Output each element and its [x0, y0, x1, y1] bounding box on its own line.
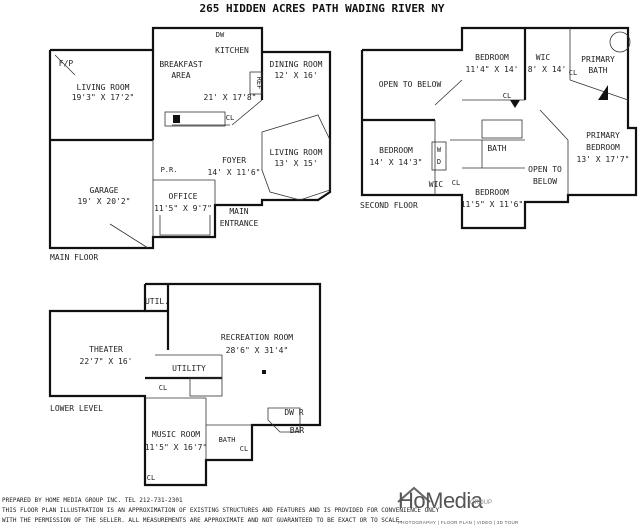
logo-name: HoMedia	[398, 488, 483, 513]
bedroom-3-dim: 11'5" X 11'6"	[461, 200, 524, 209]
bath-label: BATH	[219, 436, 236, 444]
primary-bedroom-label-1: PRIMARY	[586, 131, 620, 140]
breakfast-area-label-1: BREAKFAST	[159, 60, 203, 69]
dining-room-dim: 12' X 16'	[274, 71, 317, 80]
closet-label: CL	[569, 69, 577, 77]
lower-level-plan: UTIL. THEATER 22'7" X 16' RECREATION ROO…	[48, 282, 322, 487]
breakfast-area-label-2: AREA	[171, 71, 190, 80]
open-to-below-2b: BELOW	[533, 177, 557, 186]
garage-name: GARAGE	[90, 186, 119, 195]
fireplace-mark	[54, 54, 76, 76]
stairs	[189, 377, 223, 397]
utility-closet-label: UTIL.	[145, 297, 169, 306]
office-dim: 11'5" X 9'7"	[154, 204, 212, 213]
theater-name: THEATER	[89, 345, 123, 354]
garage-dim: 19' X 20'2"	[78, 197, 131, 206]
washer-label: W	[437, 146, 442, 154]
property-title: 265 HIDDEN ACRES PATH WADING RIVER NY	[199, 2, 444, 15]
bedroom-1-dim: 11'4" X 14'	[466, 65, 519, 74]
wic-1-dim: 8' X 14'	[528, 65, 567, 74]
living-room-1-name: LIVING ROOM	[77, 83, 130, 92]
refrigerator-label: REF	[255, 77, 263, 90]
column	[510, 100, 520, 108]
wall	[231, 99, 263, 126]
column	[173, 115, 180, 123]
music-room-dim: 11'5" X 16'7"	[145, 443, 208, 452]
house-logo-icon	[397, 486, 431, 503]
wall	[539, 109, 569, 141]
main-entrance-label-2: ENTRANCE	[220, 219, 259, 228]
disclaimer-line: THIS FLOOR PLAN ILLUSTRATION IS AN APPRO…	[2, 507, 440, 514]
office-bay	[159, 215, 211, 236]
bay-living-room	[261, 114, 331, 201]
bedroom-2-name: BEDROOM	[379, 146, 413, 155]
living-room-1-dim: 19'3" X 17'2"	[72, 93, 135, 102]
bedroom-3-name: BEDROOM	[475, 188, 509, 197]
logo-sub: GROUP	[470, 500, 493, 506]
main-floor-plan: F/P LIVING ROOM 19'3" X 17'2" BREAKFAST …	[48, 26, 332, 262]
music-room-name: MUSIC ROOM	[152, 430, 200, 439]
kitchen-island	[164, 111, 226, 127]
fireplace-label: F/P	[59, 59, 74, 68]
closet-label: CL	[503, 92, 511, 100]
kitchen-name: KITCHEN	[215, 46, 249, 55]
wall	[569, 79, 629, 101]
disclaimer-line: WITH THE PERMISSION OF THE SELLER. ALL M…	[2, 517, 403, 524]
disclaimer-line: PREPARED BY HOME MEDIA GROUP INC. TEL 21…	[2, 497, 183, 504]
laundry-closet	[431, 141, 447, 171]
primary-bedroom-dim: 13' X 17'7"	[577, 155, 630, 164]
primary-bath-label-2: BATH	[588, 66, 607, 75]
theater-dim: 22'7" X 16'	[80, 357, 133, 366]
bedroom-2-dim: 14' X 14'3"	[370, 158, 423, 167]
closet-label: CL	[147, 474, 155, 482]
dryer-label: D	[437, 158, 441, 166]
second-floor-plan: OPEN TO BELOW BEDROOM 11'4" X 14' CL WIC…	[360, 26, 638, 230]
powder-room-label: P.R.	[161, 166, 178, 174]
living-room-2-name: LIVING ROOM	[270, 148, 323, 157]
main-floor-outline	[48, 26, 332, 250]
kitchen-dim: 21' X 17'8"	[204, 93, 257, 102]
office-name: OFFICE	[169, 192, 198, 201]
utility-room-label: UTILITY	[172, 364, 206, 373]
closet-label: CL	[240, 445, 248, 453]
dishwasher-fridge-label: DW R	[284, 408, 303, 417]
closet-label: CL	[226, 114, 234, 122]
garage-door	[109, 223, 149, 249]
lower-level-label: LOWER LEVEL	[50, 404, 103, 413]
column	[262, 370, 266, 374]
primary-bedroom-label-2: BEDROOM	[586, 143, 620, 152]
wall	[434, 79, 463, 106]
logo-tagline: PHOTOGRAPHY | FLOOR PLAN | VIDEO | 3D TO…	[398, 520, 519, 525]
wic-2-label: WIC	[429, 180, 444, 189]
wic-1-name: WIC	[536, 53, 551, 62]
open-to-below-1: OPEN TO BELOW	[379, 80, 442, 89]
main-entrance-label-1: MAIN	[229, 207, 248, 216]
recreation-room-dim: 28'6" X 31'4"	[226, 346, 289, 355]
bedroom-1-name: BEDROOM	[475, 53, 509, 62]
closet-label: CL	[159, 384, 167, 392]
recreation-room-name: RECREATION ROOM	[221, 333, 293, 342]
closet-label: CL	[452, 179, 460, 187]
primary-bath-label-1: PRIMARY	[581, 55, 615, 64]
company-logo: HoMedia	[394, 484, 514, 526]
bar-counter	[267, 407, 301, 433]
bath-label: BATH	[487, 144, 506, 153]
disclaimer: PREPARED BY HOME MEDIA GROUP INC. TEL 21…	[2, 496, 440, 526]
bar-label: BAR	[290, 426, 305, 435]
main-floor-label: MAIN FLOOR	[50, 253, 98, 262]
open-to-below-2a: OPEN TO	[528, 165, 562, 174]
second-floor-label: SECOND FLOOR	[360, 201, 418, 210]
dishwasher-label: DW	[216, 31, 225, 39]
column	[598, 85, 608, 100]
tub	[609, 31, 631, 53]
foyer-name: FOYER	[222, 156, 246, 165]
lower-level-outline	[48, 282, 322, 487]
living-room-2-dim: 13' X 15'	[274, 159, 317, 168]
stairs	[481, 119, 523, 139]
dining-room-name: DINING ROOM	[270, 60, 323, 69]
refrigerator	[249, 71, 263, 95]
foyer-dim: 14' X 11'6"	[208, 168, 261, 177]
